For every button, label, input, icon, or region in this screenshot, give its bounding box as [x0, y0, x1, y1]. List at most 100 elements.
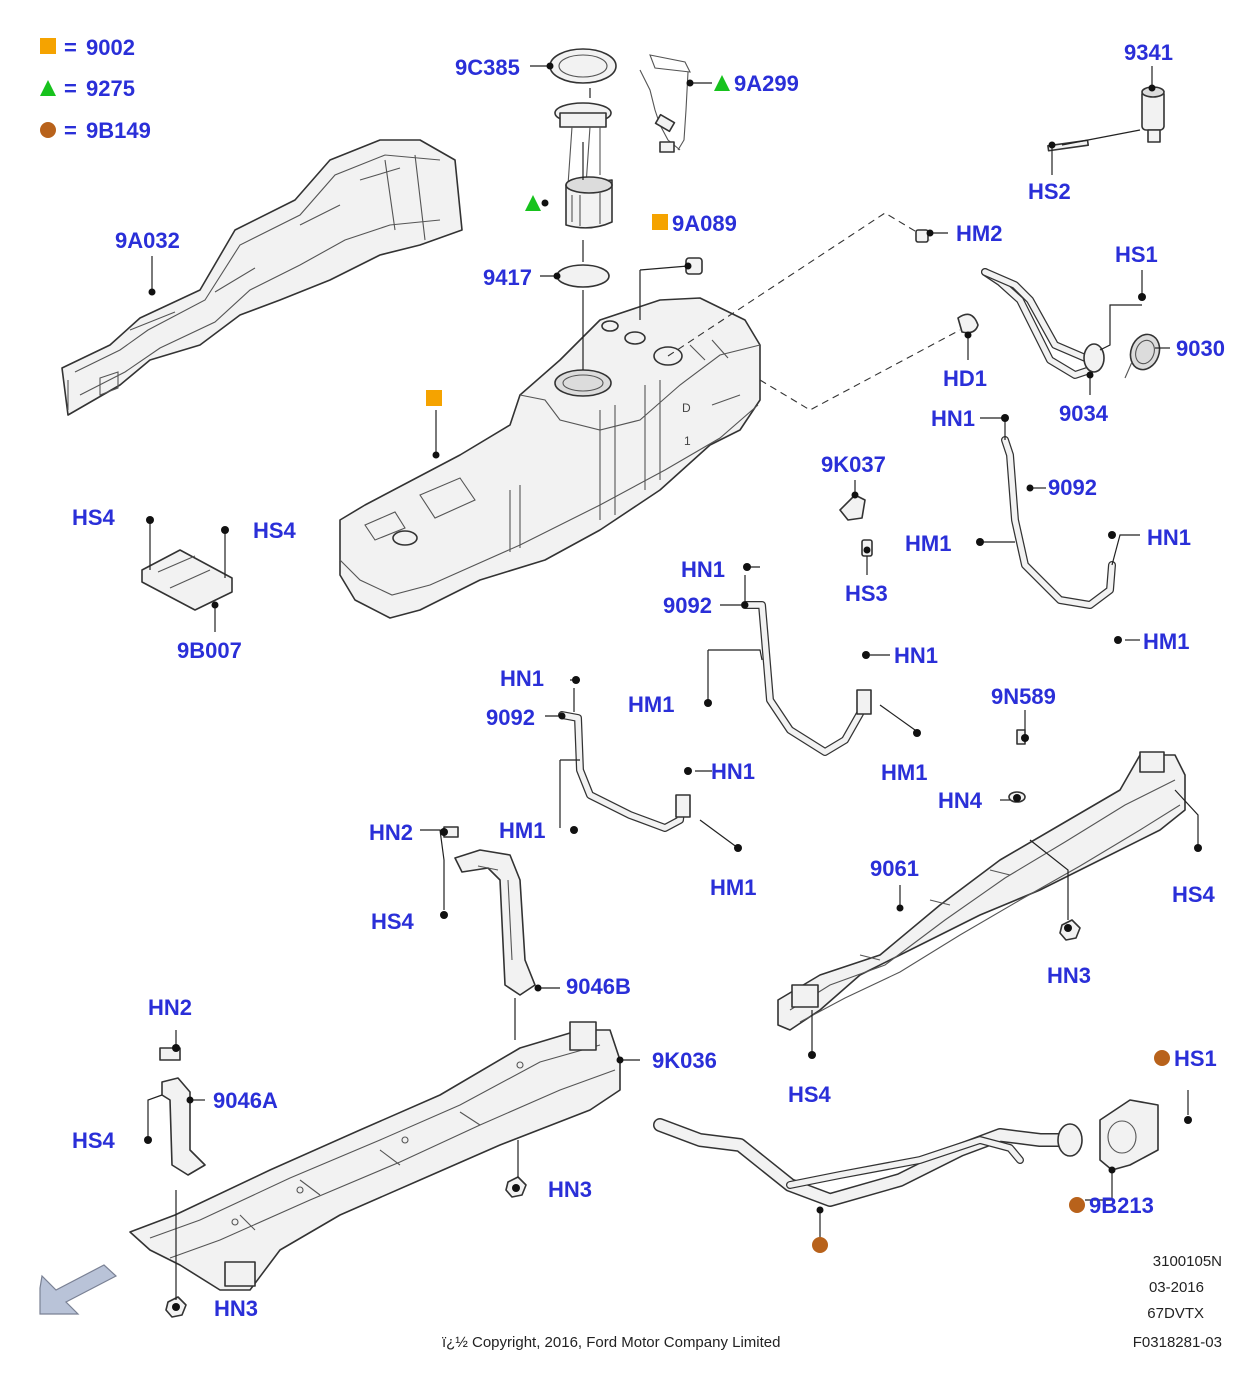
fuel-cap-9030-drawing: [1124, 333, 1161, 379]
footer-model: 67DVTX: [1147, 1305, 1204, 1322]
legend-square-marker: [40, 38, 56, 54]
filler-reference-line-2: [759, 329, 961, 411]
marker-9002-tank: [426, 390, 442, 406]
label-hs1-top: HS1: [1115, 242, 1158, 267]
label-hn3-a: HN3: [1047, 963, 1091, 988]
label-9046b: 9046B: [566, 974, 631, 999]
legend-label-9275: 9275: [86, 76, 135, 101]
label-9417: 9417: [483, 265, 532, 290]
label-hn1-a: HN1: [931, 406, 975, 431]
label-hm1-c: HM1: [628, 692, 674, 717]
marker-9002-valve: [652, 214, 668, 230]
footer-figure-id: F0318281-03: [1133, 1334, 1222, 1351]
filler-pipe-assembly-drawing: [653, 1099, 1159, 1207]
footer: 3100105N 03-2016 67DVTX ï¿½ Copyright, 2…: [442, 1253, 1222, 1351]
strap-9092-middle-drawing: [741, 601, 872, 756]
label-hn3-b: HN3: [548, 1177, 592, 1202]
marker-9275-sender: [714, 75, 730, 91]
skid-shield-9061-drawing: [777, 751, 1186, 1031]
label-hm1-a: HM1: [905, 531, 951, 556]
label-hs1-bottom: HS1: [1174, 1046, 1217, 1071]
marker-9b149-9b213: [1069, 1197, 1085, 1213]
legend-label-9002: 9002: [86, 35, 135, 60]
filler-reference-line: [667, 212, 931, 357]
svg-text:D: D: [682, 401, 691, 415]
legend-circle-marker: [40, 122, 56, 138]
label-hn1-e: HN1: [500, 666, 544, 691]
label-hn2-b: HN2: [148, 995, 192, 1020]
label-hs4-d: HS4: [371, 909, 415, 934]
label-hs4-c: HS4: [1172, 882, 1216, 907]
footer-date: 03-2016: [1149, 1279, 1204, 1296]
label-9c385: 9C385: [455, 55, 520, 80]
marker-9b149-hs1: [1154, 1050, 1170, 1066]
label-hs4-e: HS4: [788, 1082, 832, 1107]
label-hd1: HD1: [943, 366, 987, 391]
footer-code: 3100105N: [1153, 1253, 1222, 1270]
label-hm1-d: HM1: [881, 760, 927, 785]
sensor-9341-drawing: [1141, 86, 1165, 143]
legend-eq-1: =: [64, 35, 77, 60]
label-hs4-f: HS4: [72, 1128, 116, 1153]
leader-lines: [147, 65, 1199, 1300]
o-ring-9417-drawing: [556, 264, 610, 288]
part-labels: 9C385 9A299 9341 HS2 9A032 9A089 HM2 941…: [72, 40, 1225, 1321]
label-hs4-a: HS4: [72, 505, 116, 530]
clamp-hd1-drawing: [957, 313, 979, 334]
label-9046a: 9046A: [213, 1088, 278, 1113]
label-9n589: 9N589: [991, 684, 1056, 709]
bracket-9b007-drawing: [141, 549, 233, 611]
part-markers: [426, 75, 1170, 1253]
fuel-level-sender-9a299-drawing: [639, 54, 691, 153]
filler-pipe-9034-drawing: [981, 268, 1105, 379]
legend-eq-2: =: [64, 76, 77, 101]
label-hn1-d: HN1: [894, 643, 938, 668]
label-hn1-c: HN1: [681, 557, 725, 582]
front-direction-arrow-icon: [39, 1264, 118, 1315]
marker-9275-pump: [525, 195, 541, 211]
label-9030: 9030: [1176, 336, 1225, 361]
label-9b007: 9B007: [177, 638, 242, 663]
footer-copyright: ï¿½ Copyright, 2016, Ford Motor Company …: [442, 1334, 780, 1351]
legend-label-9b149: 9B149: [86, 118, 151, 143]
fuel-pump-module-drawing: [554, 102, 613, 229]
label-9a089: 9A089: [672, 211, 737, 236]
label-9034: 9034: [1059, 401, 1109, 426]
label-9092-c: 9092: [486, 705, 535, 730]
label-hn1-b: HN1: [1147, 525, 1191, 550]
heat-shield-9a032-drawing: [61, 139, 463, 416]
label-9k037: 9K037: [821, 452, 886, 477]
strap-9046a-drawing: [159, 1047, 206, 1176]
label-9b213: 9B213: [1089, 1193, 1154, 1218]
label-hm1-e: HM1: [499, 818, 545, 843]
svg-text:1: 1: [684, 434, 691, 448]
label-hs2: HS2: [1028, 179, 1071, 204]
strap-9046b-drawing: [454, 849, 536, 996]
label-hn2-a: HN2: [369, 820, 413, 845]
label-hm1-f: HM1: [710, 875, 756, 900]
label-hn4: HN4: [938, 788, 983, 813]
label-9a299: 9A299: [734, 71, 799, 96]
label-hm1-b: HM1: [1143, 629, 1189, 654]
label-hm2: HM2: [956, 221, 1002, 246]
legend-triangle-marker: [40, 80, 56, 96]
label-hn3-c: HN3: [214, 1296, 258, 1321]
leader-dots: [144, 62, 1202, 1311]
marker-9b149-pipe: [812, 1237, 828, 1253]
legend-eq-3: =: [64, 118, 77, 143]
skid-shield-9k036-drawing: [129, 1021, 621, 1291]
label-9a032: 9A032: [115, 228, 180, 253]
label-9061: 9061: [870, 856, 919, 881]
lock-ring-9c385-drawing: [549, 48, 617, 84]
label-9092-a: 9092: [1048, 475, 1097, 500]
label-9k036: 9K036: [652, 1048, 717, 1073]
label-9341: 9341: [1124, 40, 1173, 65]
strap-9092-right-drawing: [1001, 436, 1116, 609]
label-hn1-f: HN1: [711, 759, 755, 784]
legend: = 9002 = 9275 = 9B149: [40, 35, 151, 143]
label-hs4-b: HS4: [253, 518, 297, 543]
label-9092-b: 9092: [663, 593, 712, 618]
strap-9092-left-drawing: [558, 711, 691, 832]
clip-hm2-drawing: [915, 229, 929, 243]
